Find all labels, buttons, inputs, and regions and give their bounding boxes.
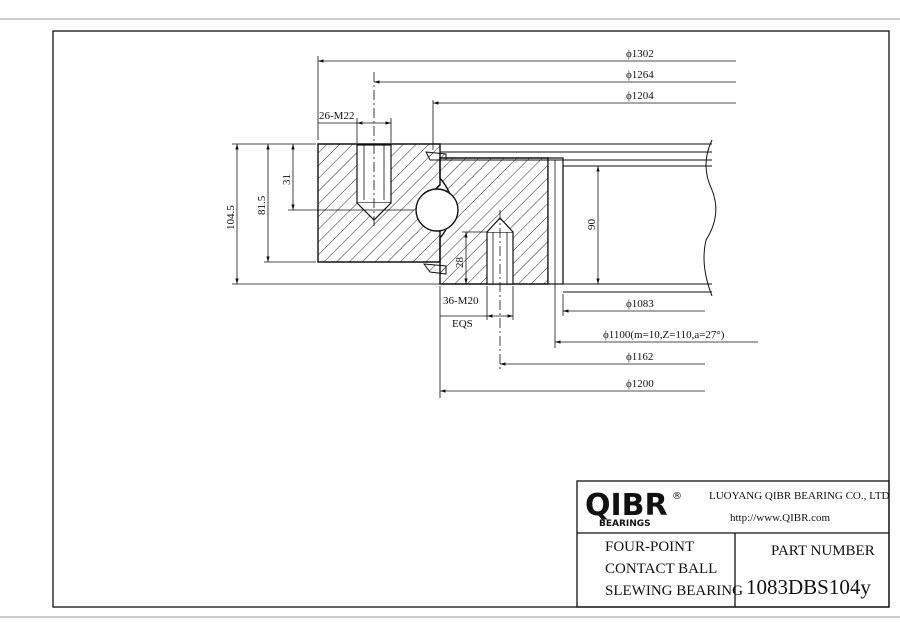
- dim-1162: ϕ1162: [626, 351, 653, 363]
- dim-height-81: 81.5: [256, 195, 268, 215]
- company-website: http://www.QIBR.com: [730, 512, 831, 524]
- dim-bolt-inner: 36-M20: [443, 295, 479, 307]
- rolling-ball: [415, 188, 459, 232]
- dim-1100: ϕ1100(m=10,Z=110,a=27°): [603, 329, 725, 341]
- dim-1264: ϕ1264: [626, 69, 654, 81]
- dim-height-28: 28: [454, 257, 466, 269]
- dim-height-90: 90: [586, 219, 598, 231]
- dim-1204: ϕ1204: [626, 90, 654, 102]
- dim-1200: ϕ1200: [626, 378, 654, 390]
- company-logo: QIBR: [585, 488, 668, 523]
- dim-1083: ϕ1083: [626, 298, 654, 310]
- dim-height-31: 31: [281, 174, 293, 185]
- dimension-lines: [232, 56, 758, 398]
- drawing-border: [52, 30, 890, 608]
- inner-bolt-hole: [486, 231, 514, 285]
- centre-lines: [373, 72, 501, 370]
- dim-height-104: 104.5: [225, 205, 237, 230]
- description-line-2: CONTACT BALL: [605, 561, 717, 577]
- title-block: QIBR ® BEARINGS LUOYANG QIBR BEARING CO.…: [576, 480, 890, 608]
- logo-subtitle: BEARINGS: [599, 519, 651, 529]
- dim-bolt-outer: 26-M22: [319, 110, 354, 122]
- part-number-value: 1083DBS104y: [746, 575, 871, 599]
- bearing-extension: [440, 139, 717, 297]
- bottom-seal: [422, 263, 447, 275]
- registered-mark: ®: [672, 491, 682, 502]
- description-line-3: SLEWING BEARING: [605, 583, 743, 599]
- part-number-label: PART NUMBER: [771, 543, 875, 559]
- dim-eqs: EQS: [452, 318, 473, 330]
- description-line-1: FOUR-POINT: [605, 539, 694, 555]
- top-seal: [425, 151, 447, 161]
- dim-1302: ϕ1302: [626, 48, 654, 60]
- gear-teeth-band: [547, 157, 564, 285]
- company-name: LUOYANG QIBR BEARING CO., LTD: [709, 490, 890, 502]
